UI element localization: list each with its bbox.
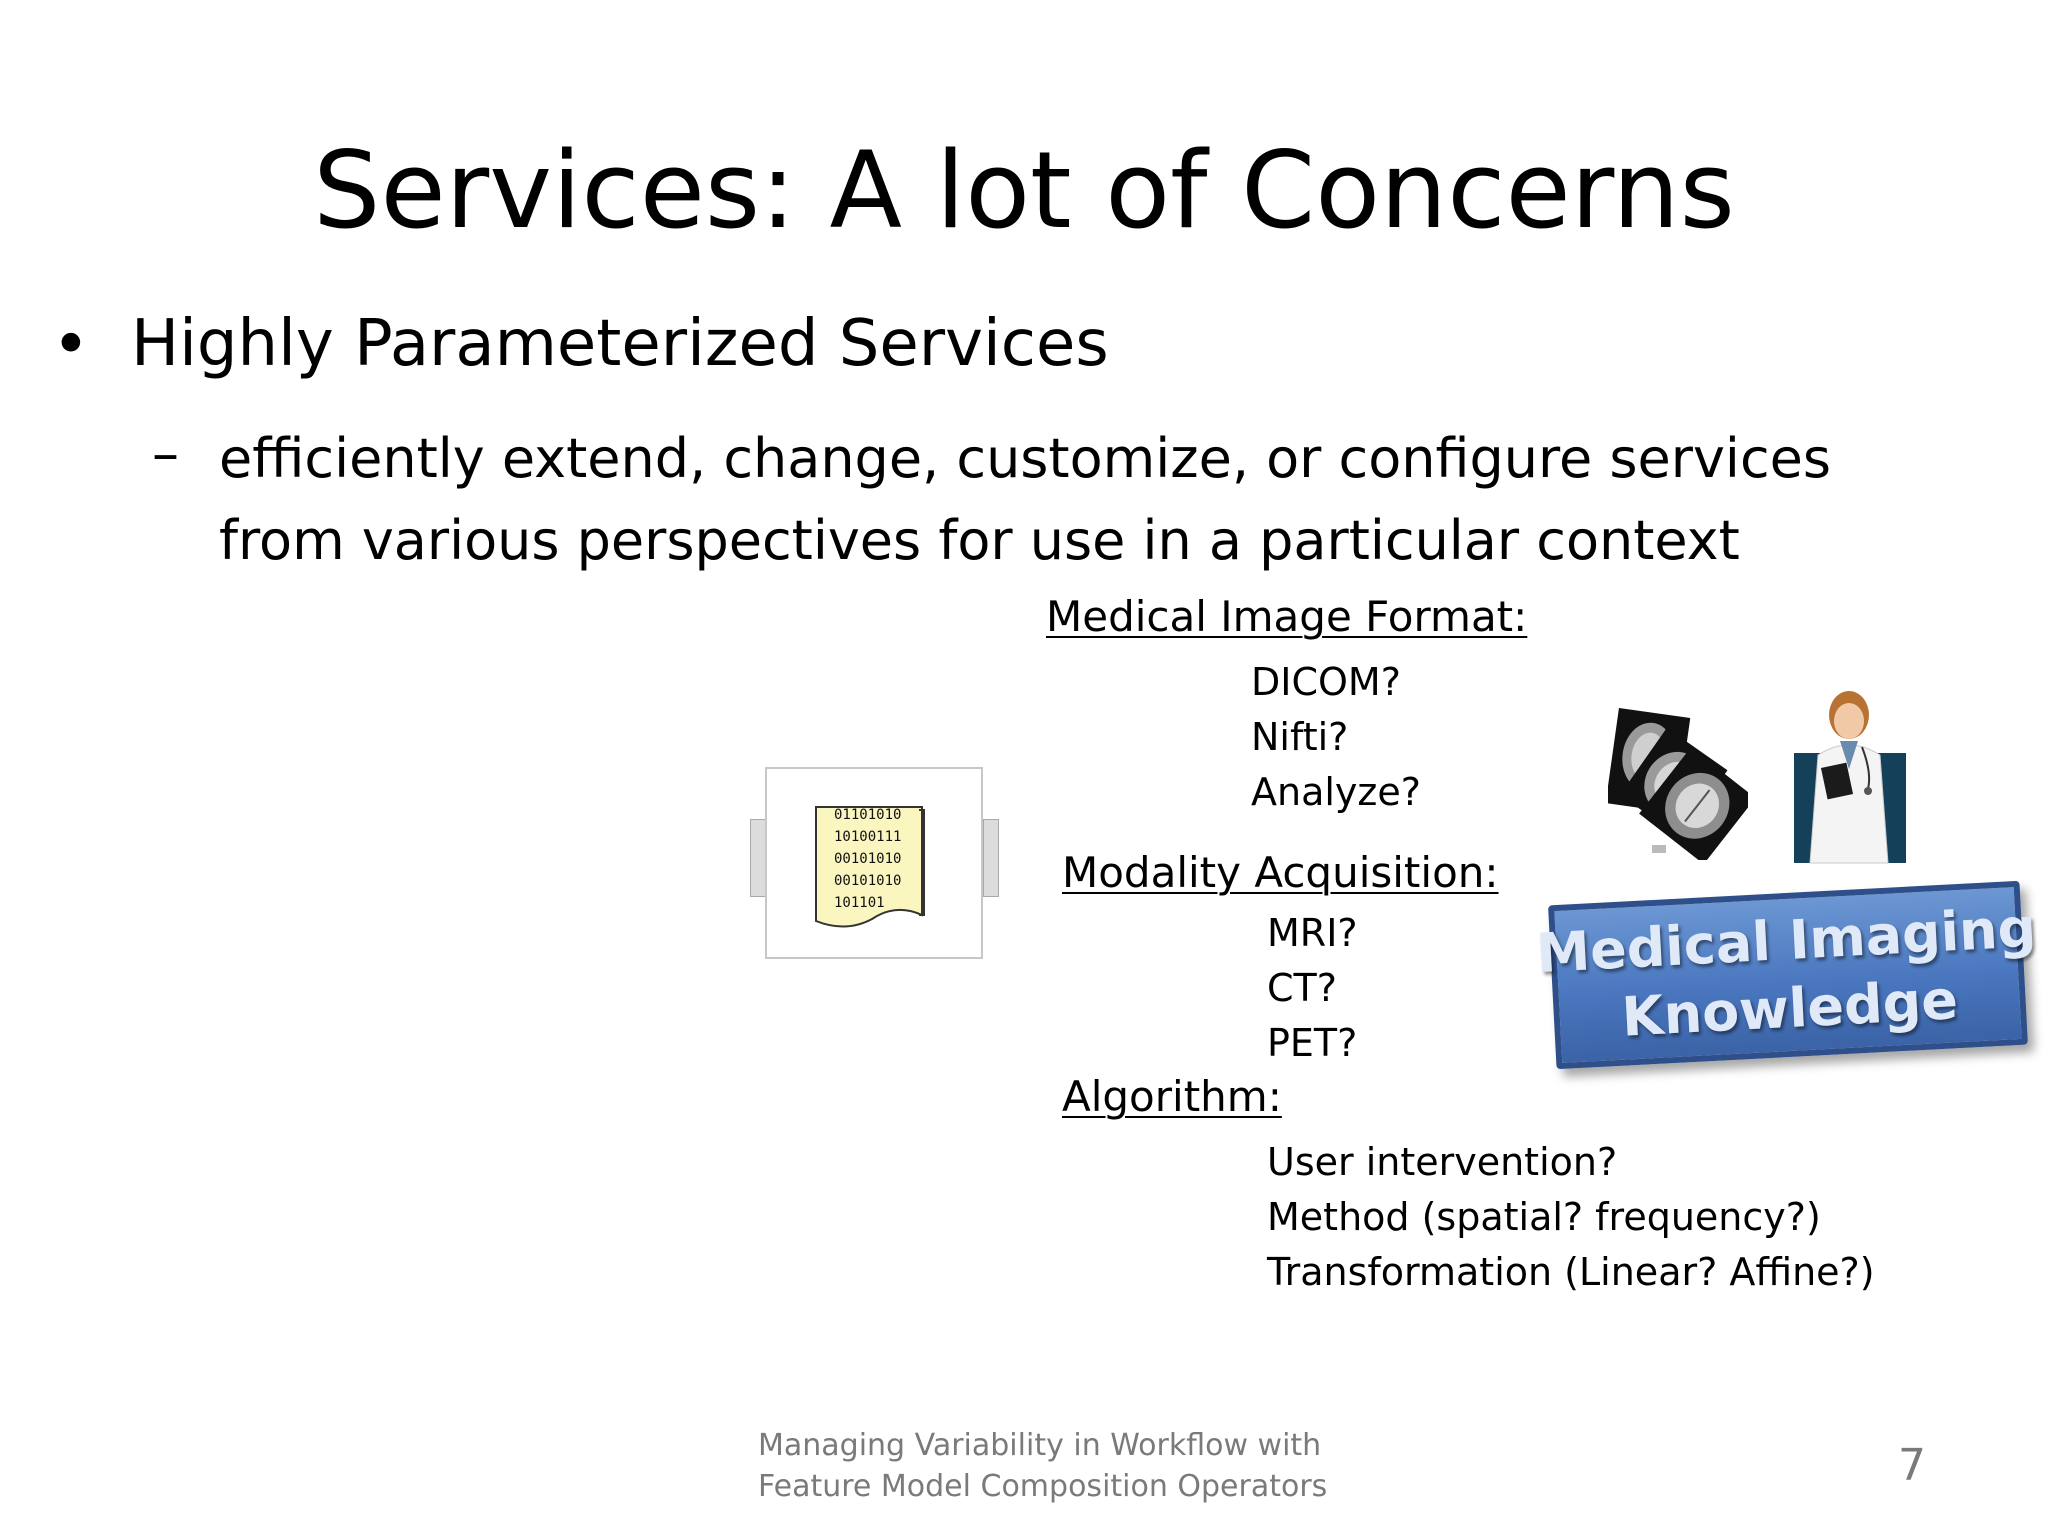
slide-footer: Managing Variability in Workflow with Fe… xyxy=(758,1425,1327,1507)
slide-title: Services: A lot of Concerns xyxy=(313,129,1735,252)
sub-bullet-text: efficiently extend, change, customize, o… xyxy=(219,418,1831,582)
binary-line-4: 00101010 xyxy=(834,873,901,889)
sub-bullet-line-1: efficiently extend, change, customize, o… xyxy=(219,427,1831,490)
service-output-port xyxy=(983,819,999,897)
binary-document-icon: 01101010 10100111 00101010 00101010 1011… xyxy=(815,806,925,928)
service-input-port xyxy=(750,819,766,897)
concern-item: User intervention? xyxy=(1267,1140,1618,1184)
sub-bullet-line-2: from various perspectives for use in a p… xyxy=(219,509,1740,572)
concern-item: Transformation (Linear? Affine?) xyxy=(1267,1250,1875,1294)
bullet-highly-parameterized: Highly Parameterized Services xyxy=(131,307,1109,381)
concern-heading-modality: Modality Acquisition: xyxy=(1062,848,1499,897)
binary-line-5: 101101 xyxy=(834,895,885,911)
medical-imaging-knowledge-badge: Medical Imaging Knowledge xyxy=(1535,880,2038,1070)
footer-line-2: Feature Model Composition Operators xyxy=(758,1469,1328,1504)
page-number: 7 xyxy=(1898,1440,1926,1491)
concern-item: MRI? xyxy=(1267,911,1358,955)
concern-item: CT? xyxy=(1267,966,1337,1010)
binary-line-3: 00101010 xyxy=(834,851,901,867)
sub-bullet-marker: – xyxy=(152,422,179,485)
concern-item: Analyze? xyxy=(1251,770,1421,814)
concern-heading-algorithm: Algorithm: xyxy=(1062,1072,1282,1121)
concern-item: DICOM? xyxy=(1251,660,1401,704)
footer-line-1: Managing Variability in Workflow with xyxy=(758,1428,1322,1463)
mri-brain-scans-image xyxy=(1608,707,1748,860)
doctor-image xyxy=(1794,691,1906,864)
concern-item: Nifti? xyxy=(1251,715,1349,759)
binary-line-2: 10100111 xyxy=(834,829,901,845)
binary-line-1: 01101010 xyxy=(834,807,901,823)
concern-item: PET? xyxy=(1267,1021,1358,1065)
concern-item: Method (spatial? frequency?) xyxy=(1267,1195,1821,1239)
concern-heading-image-format: Medical Image Format: xyxy=(1046,592,1528,641)
bullet-marker: • xyxy=(52,308,90,382)
